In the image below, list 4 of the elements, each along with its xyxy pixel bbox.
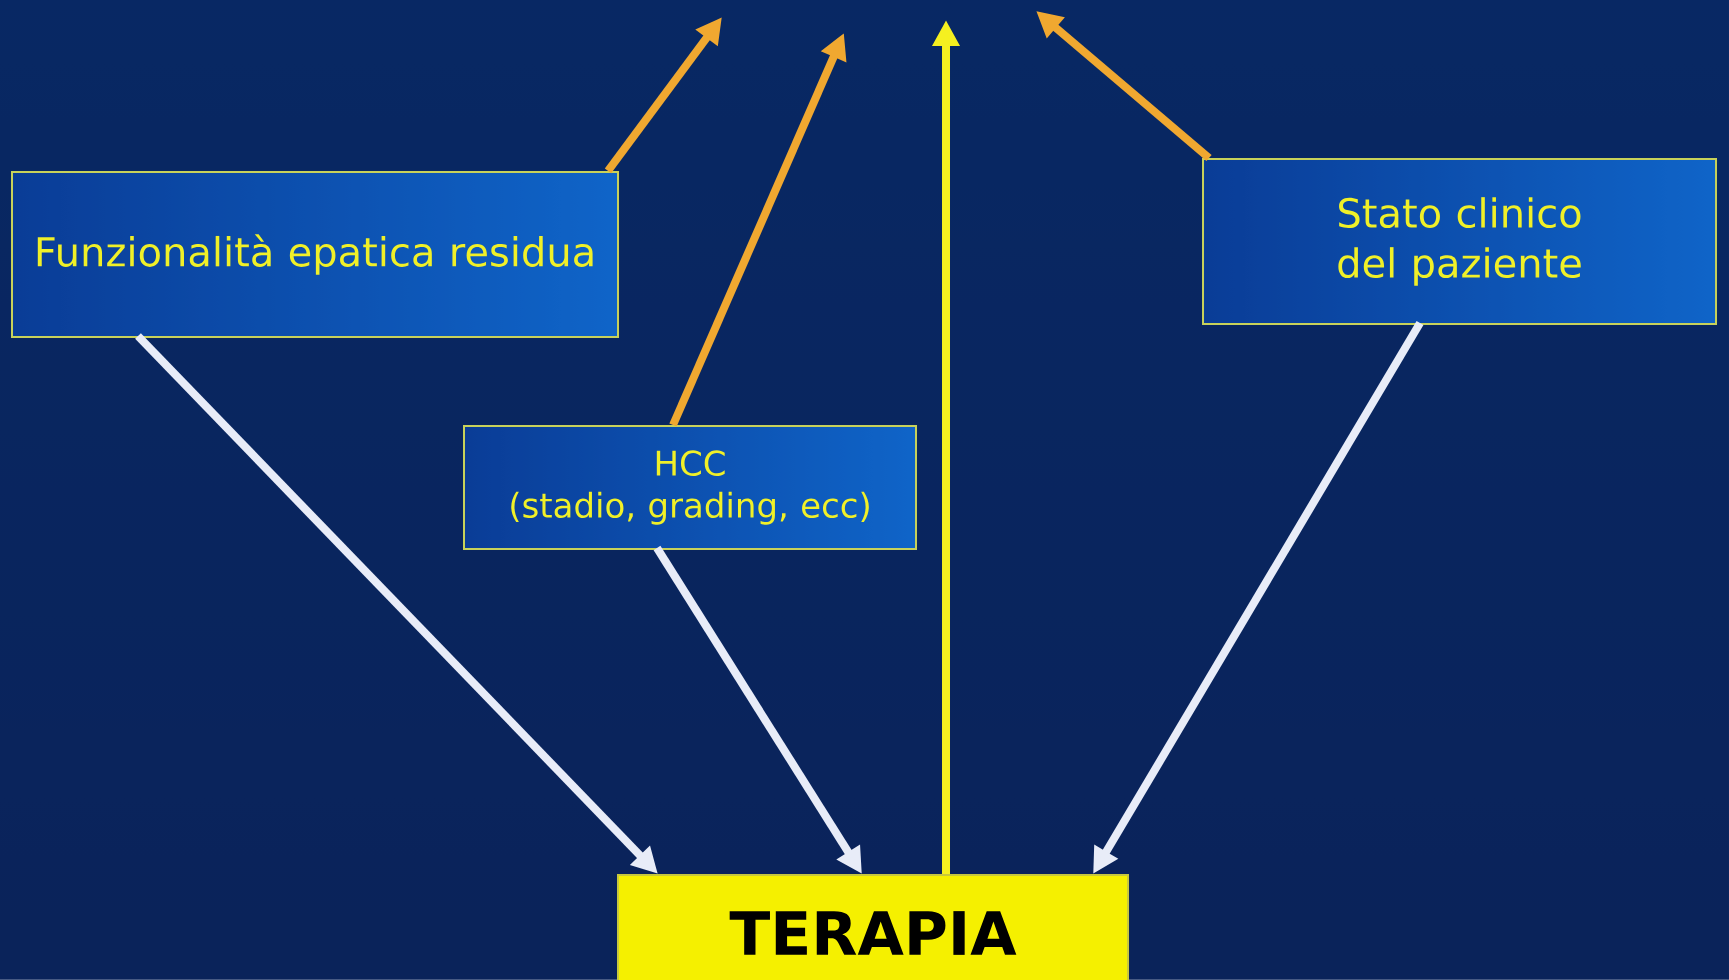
factor-box: HCC (stadio, grading, ecc)	[463, 425, 917, 550]
factor-box: Stato clinico del paziente	[1202, 158, 1717, 325]
factor-box: Funzionalità epatica residua	[11, 171, 619, 338]
therapy-box: TERAPIA	[617, 874, 1129, 980]
